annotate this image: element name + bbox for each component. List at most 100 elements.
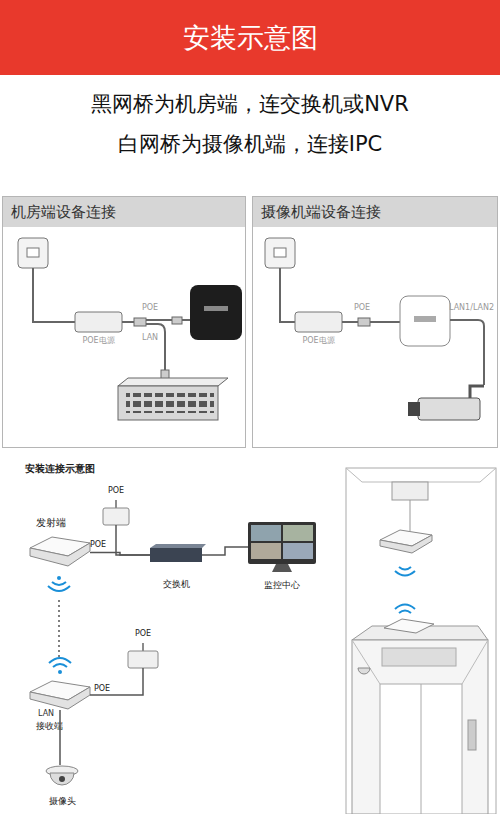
lan-cable [146, 324, 165, 372]
node-text: 机房端设备连接 [3, 197, 245, 227]
wifi-arc [52, 582, 66, 585]
diagram-label: LAN [38, 709, 68, 719]
diagram-label: LAN [142, 333, 178, 343]
rj45-plug [172, 317, 182, 324]
monitor-view [283, 543, 313, 559]
diagram-label: 安装连接示意图 [25, 463, 185, 475]
lan-cable [450, 320, 484, 385]
node-text: POE电源 [285, 336, 352, 346]
wifi-arc [399, 611, 411, 614]
monitor-center: 监控中心 [248, 522, 316, 572]
car-bridge [384, 619, 434, 633]
white-bridge [400, 296, 450, 346]
poe-cable [146, 319, 172, 321]
poe-injector-body [128, 651, 158, 668]
node-text: 摄像头 [32, 796, 92, 807]
network-switch [118, 386, 218, 420]
panel-box: 摄像机端设备连接POE电源 [252, 196, 498, 448]
black-bridge [190, 285, 242, 340]
power-cable [280, 268, 295, 322]
wifi-symbol [48, 582, 70, 591]
shaft-ceiling [346, 468, 496, 482]
dome-camera [50, 773, 74, 785]
panel-box: 机房端设备连接 POE电源 [2, 196, 246, 448]
bridge-logo [204, 306, 228, 311]
dome-lens [59, 776, 65, 782]
injector-cable [142, 643, 144, 651]
poe-adapter: POE电源 [295, 312, 342, 332]
bracket-pole [410, 500, 411, 532]
car-panel [468, 720, 476, 750]
elevator-car [352, 640, 488, 814]
diagram-label: 黑网桥为机房端，连交换机或NVR [0, 92, 500, 117]
ap-side [30, 687, 90, 709]
connector-line [116, 525, 150, 555]
receiver-bridge: 接收端 [30, 680, 90, 710]
edge-label: POE [90, 540, 120, 550]
connector-line [58, 600, 60, 660]
splitter-connector [134, 318, 146, 326]
outlet-socket [27, 248, 39, 257]
wifi-arc [48, 586, 70, 591]
poe-cable [182, 319, 190, 321]
node-text: POE [123, 629, 163, 639]
poe-injector-body [103, 508, 129, 525]
wifi-dot [57, 576, 61, 580]
connector-line [59, 710, 61, 765]
ceiling-bracket [392, 482, 428, 500]
diagram-label: LAN1/LAN2 [449, 303, 499, 313]
poe-adapter-body [295, 312, 342, 332]
monitor-stand [272, 564, 292, 572]
camera-mount [470, 386, 484, 398]
power-outlet [18, 238, 48, 268]
switch-top [118, 378, 228, 386]
switch-top [150, 544, 206, 548]
node-text: 发射端 [36, 517, 96, 529]
injector-cable [115, 500, 117, 508]
node-text: 接收端 [36, 721, 96, 732]
wifi-arc [395, 605, 415, 610]
node-text: 监控中心 [242, 580, 322, 591]
monitor-view [251, 525, 281, 541]
wifi-arc [395, 571, 415, 576]
poe-injector: POE [128, 651, 158, 668]
node-text: POE [96, 486, 136, 496]
node-text: 交换机 [141, 579, 211, 590]
wifi-dot [58, 670, 62, 674]
monitor-view [283, 525, 313, 541]
door-gap [421, 684, 422, 814]
power-outlet [265, 238, 295, 268]
ap-side [30, 543, 90, 566]
outlet-socket [274, 248, 286, 257]
diagram-title: 安装示意图 [0, 0, 500, 75]
car-camera [358, 668, 370, 674]
wifi-arc [399, 567, 411, 570]
poe-cable [122, 321, 134, 323]
dome-camera: 摄像头 [46, 765, 78, 790]
elevator-doors [380, 684, 462, 814]
wifi-symbol [395, 567, 415, 613]
power-cable [33, 268, 75, 322]
node-text: POE电源 [65, 336, 132, 346]
title-banner [0, 0, 500, 75]
camera-lens [408, 402, 420, 416]
connector-line [202, 547, 248, 555]
connector-line [90, 553, 150, 556]
network-switch: 交换机 [150, 548, 202, 562]
shaft-bridge-side [380, 535, 432, 553]
diagram-label: 白网桥为摄像机端，连接IPC [0, 132, 500, 157]
diagram-label: POE [142, 303, 178, 313]
monitor-frame [248, 522, 316, 564]
transmitter-bridge: 发射端 [28, 535, 90, 570]
monitor-view [251, 543, 281, 559]
switch-ports [126, 393, 214, 413]
elevator-shaft [346, 468, 496, 814]
wifi-arc [49, 658, 71, 663]
poe-cable [342, 321, 358, 323]
poe-adapter: POE电源 [75, 312, 122, 332]
bullet-camera [418, 398, 480, 420]
connector-line [90, 668, 143, 695]
